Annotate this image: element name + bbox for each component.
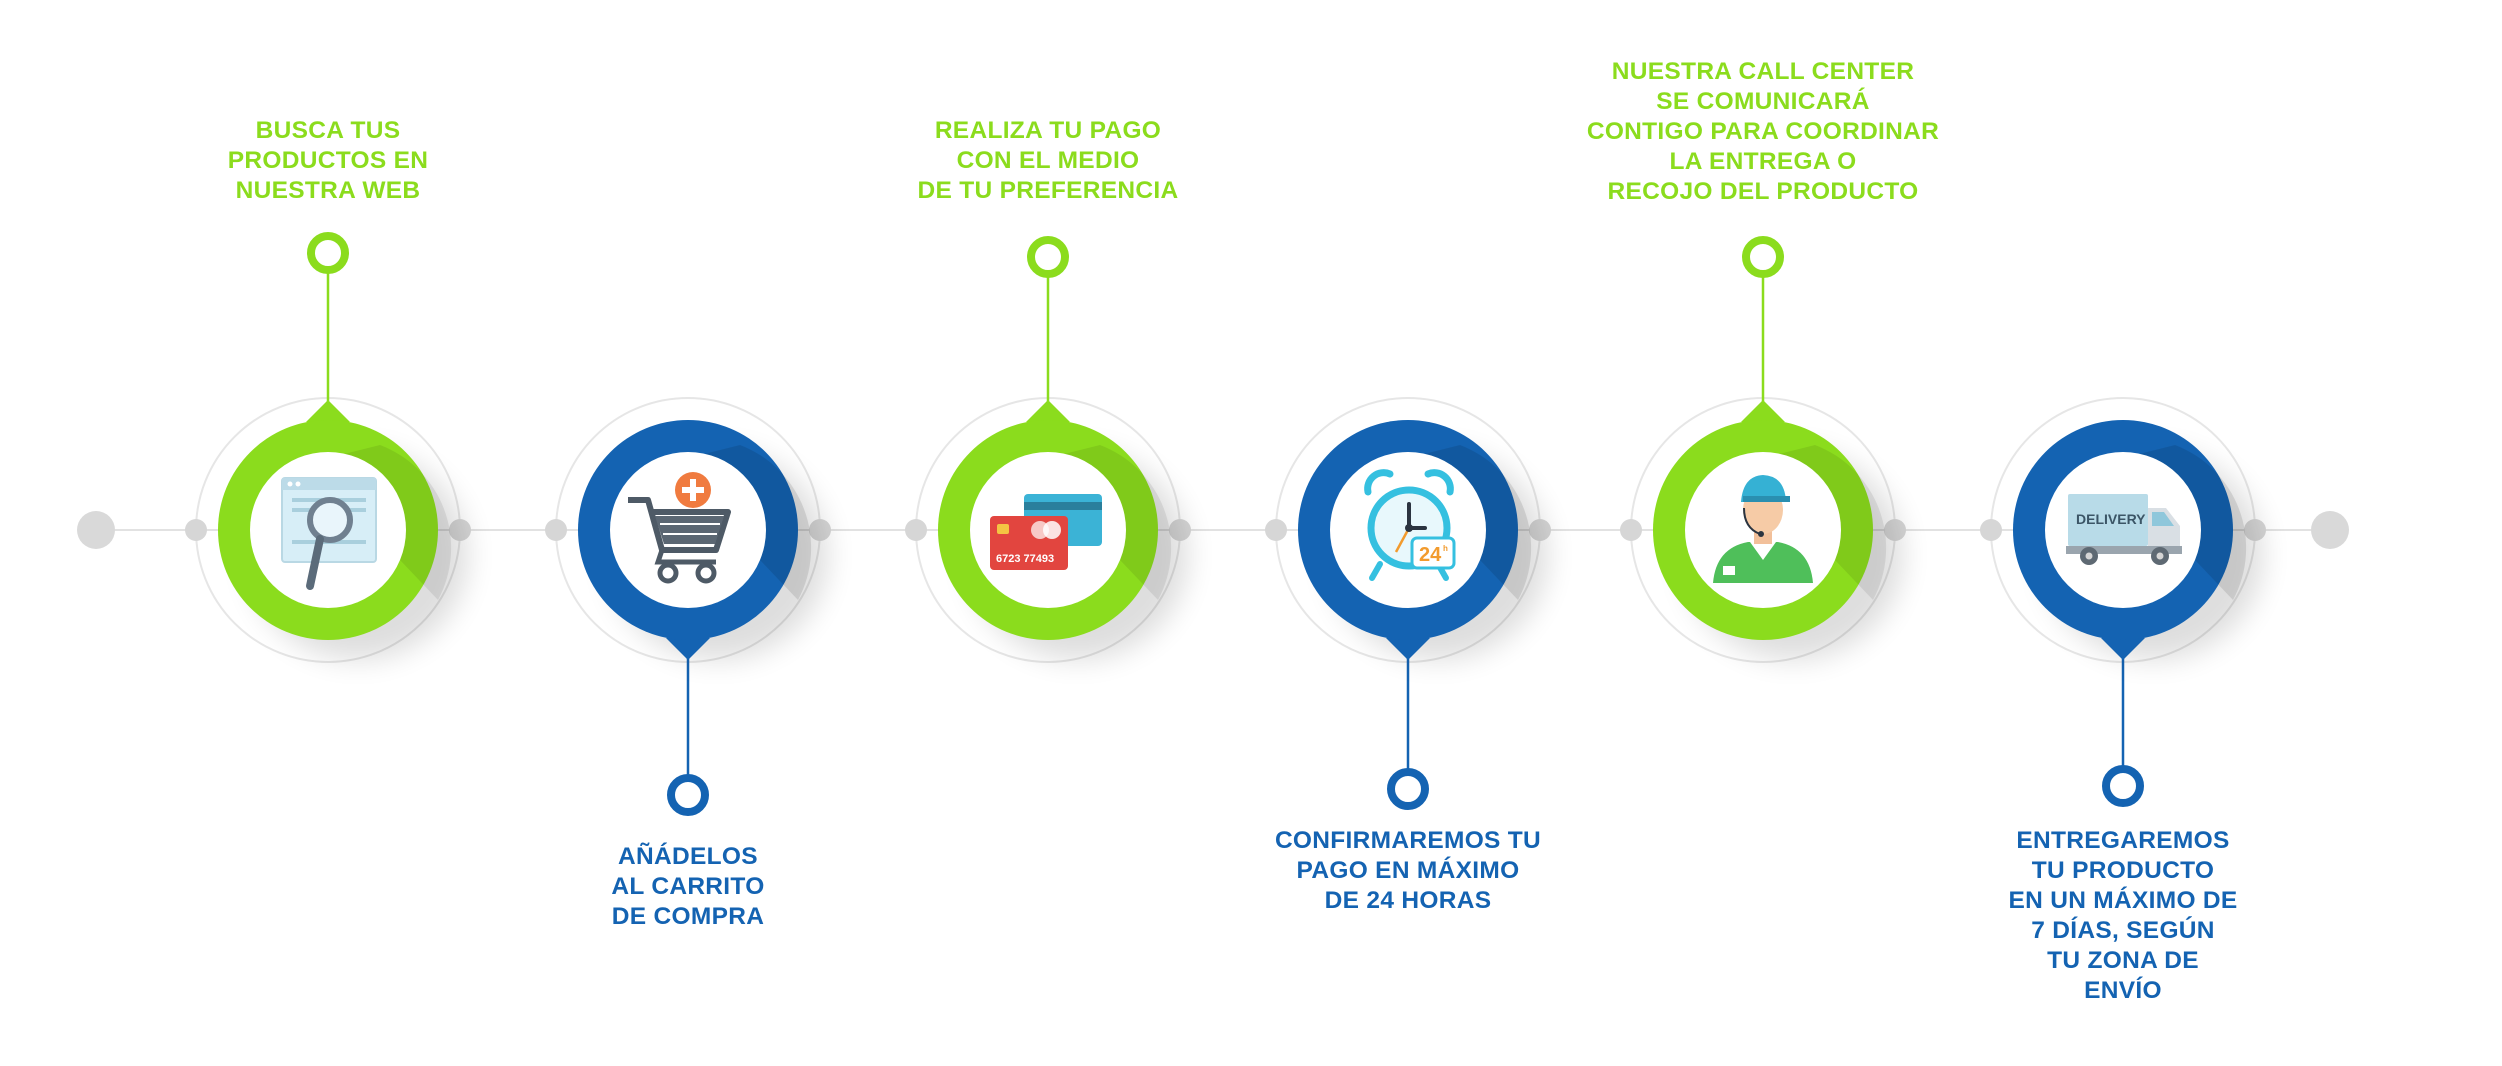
hours-badge-text: 24: [1419, 544, 1442, 566]
step-3-label: REALIZA TU PAGO CON EL MEDIO DE TU PREFE…: [917, 117, 1179, 204]
card-number-text: 6723 77493: [996, 553, 1054, 565]
delivery-truck-icon: DELIVERY: [2066, 494, 2182, 565]
step-5-label: NUESTRA CALL CENTER SE COMUNICARÁ CONTIG…: [1586, 58, 1940, 205]
step-4-label: CONFIRMAREMOS TU PAGO EN MÁXIMO DE 24 HO…: [1274, 827, 1542, 914]
step-2-label: AÑÁDELOS AL CARRITO DE COMPRA: [611, 843, 765, 930]
search-web-icon: [281, 477, 377, 590]
shopping-cart-add-icon: [628, 472, 731, 584]
truck-label-text: DELIVERY: [2076, 511, 2146, 527]
step-4-marker: [1387, 768, 1429, 810]
step-2-node: [545, 397, 831, 816]
svg-text:h: h: [1443, 544, 1448, 553]
step-4-node: 24 h: [1265, 397, 1551, 810]
step-6-marker: [2102, 765, 2144, 807]
step-5-node: [1620, 236, 1906, 663]
step-6-node: DELIVERY: [1980, 397, 2266, 807]
timeline-end-dot: [2311, 511, 2349, 549]
credit-card-icon: 6723 77493: [990, 494, 1102, 570]
step-1-marker: [307, 232, 349, 274]
alarm-clock-24h-icon: 24 h: [1364, 469, 1456, 581]
timeline-start-dot: [77, 511, 115, 549]
call-center-agent-icon: [1713, 475, 1813, 583]
step-3-node: 6723 77493: [905, 236, 1191, 663]
step-1-node: [185, 232, 471, 663]
step-1-label: BUSCA TUS PRODUCTOS EN NUESTRA WEB: [227, 117, 429, 204]
step-6-label: ENTREGAREMOS TU PRODUCTO EN UN MÁXIMO DE…: [2008, 827, 2238, 1004]
step-3-marker: [1027, 236, 1069, 278]
step-5-marker: [1742, 236, 1784, 278]
step-2-marker: [667, 774, 709, 816]
